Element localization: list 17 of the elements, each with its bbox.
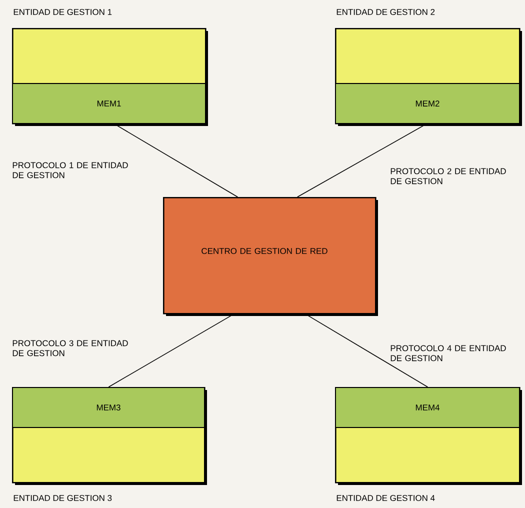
node-label: ENTIDAD DE GESTION 1 <box>14 9 112 15</box>
memory-band: MEM2 <box>335 83 520 124</box>
memory-band: MEM3 <box>12 387 205 428</box>
connector-line <box>108 314 234 388</box>
node-label: ENTIDAD DE GESTION 3 <box>14 495 112 501</box>
edge-label: PROTOCOLO 4 DE ENTIDAD DE GESTION <box>390 345 506 362</box>
center-box: CENTRO DE GESTION DE RED <box>163 197 378 316</box>
edge-label: PROTOCOLO 2 DE ENTIDAD DE GESTION <box>390 168 506 184</box>
connector-line <box>114 124 238 198</box>
node-label: ENTIDAD DE GESTION 2 <box>336 9 435 15</box>
memory-band: MEM1 <box>12 83 206 124</box>
edge-label: PROTOCOLO 3 DE ENTIDAD DE GESTION <box>12 340 128 356</box>
connector-line <box>296 124 426 198</box>
connector-line <box>306 314 428 388</box>
node-label: ENTIDAD DE GESTION 4 <box>336 495 435 501</box>
memory-band: MEM4 <box>335 387 520 428</box>
edge-label: PROTOCOLO 1 DE ENTIDAD DE GESTION <box>12 162 128 178</box>
